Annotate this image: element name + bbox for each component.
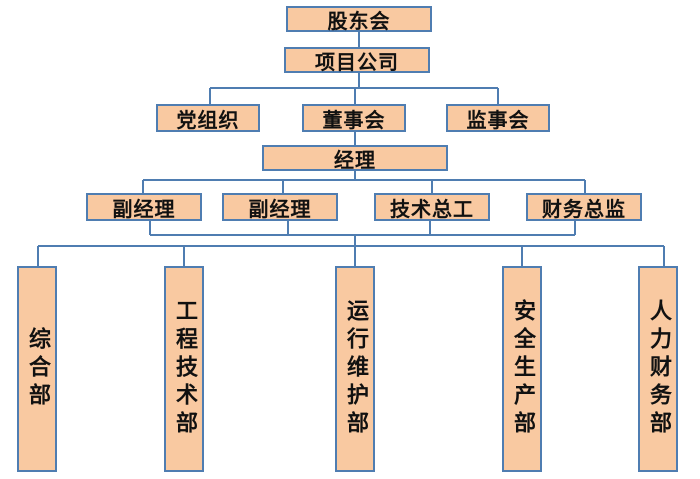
department-box-hr-finance: 人力财务部 (638, 266, 678, 472)
department-box-general: 综合部 (17, 266, 57, 472)
department-box-safety: 安全生产部 (502, 266, 542, 472)
manager-box: 经理 (262, 145, 448, 172)
deputy-manager-box-1: 副经理 (86, 193, 202, 221)
shareholders-box: 股东会 (286, 6, 432, 33)
finance-director-box: 财务总监 (526, 193, 642, 221)
party-org-box: 党组织 (156, 104, 260, 132)
department-box-operations: 运行维护部 (335, 266, 375, 472)
deputy-manager-box-2: 副经理 (222, 193, 338, 221)
board-of-supervisors-box: 监事会 (446, 104, 550, 132)
board-of-directors-box: 董事会 (302, 104, 406, 132)
chief-engineer-box: 技术总工 (374, 193, 490, 221)
project-company-box: 项目公司 (284, 47, 430, 74)
department-box-engineering: 工程技术部 (164, 266, 204, 472)
